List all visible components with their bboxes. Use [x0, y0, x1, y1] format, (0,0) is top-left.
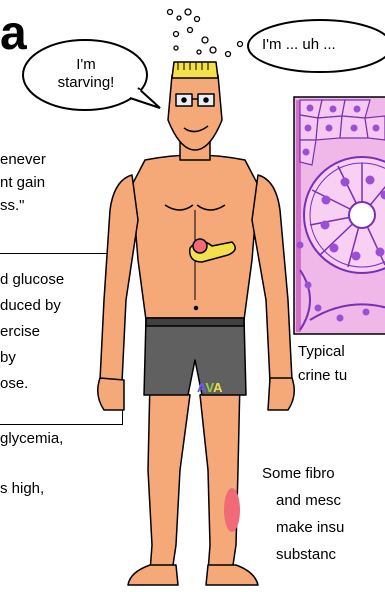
right-text: Some fibro and mesc make insu substanc — [262, 460, 344, 568]
speech-line: starving! — [48, 74, 124, 92]
shorts-label: AVA — [197, 380, 223, 395]
text-line: and mesc — [262, 487, 344, 514]
text-line: make insu — [262, 514, 344, 541]
caption-line: Typical — [298, 340, 347, 364]
micrograph-panel — [294, 97, 385, 334]
micrograph-caption: Typical crine tu — [298, 340, 347, 388]
speech-text-right: I'm ... uh ... — [262, 36, 336, 54]
text-line: substanc — [262, 541, 344, 568]
speech-text-left: I'm starving! — [48, 56, 124, 92]
speech-line: I'm — [48, 56, 124, 74]
caption-line: crine tu — [298, 364, 347, 388]
thought-dots — [168, 9, 243, 57]
text-line: Some fibro — [262, 460, 344, 487]
